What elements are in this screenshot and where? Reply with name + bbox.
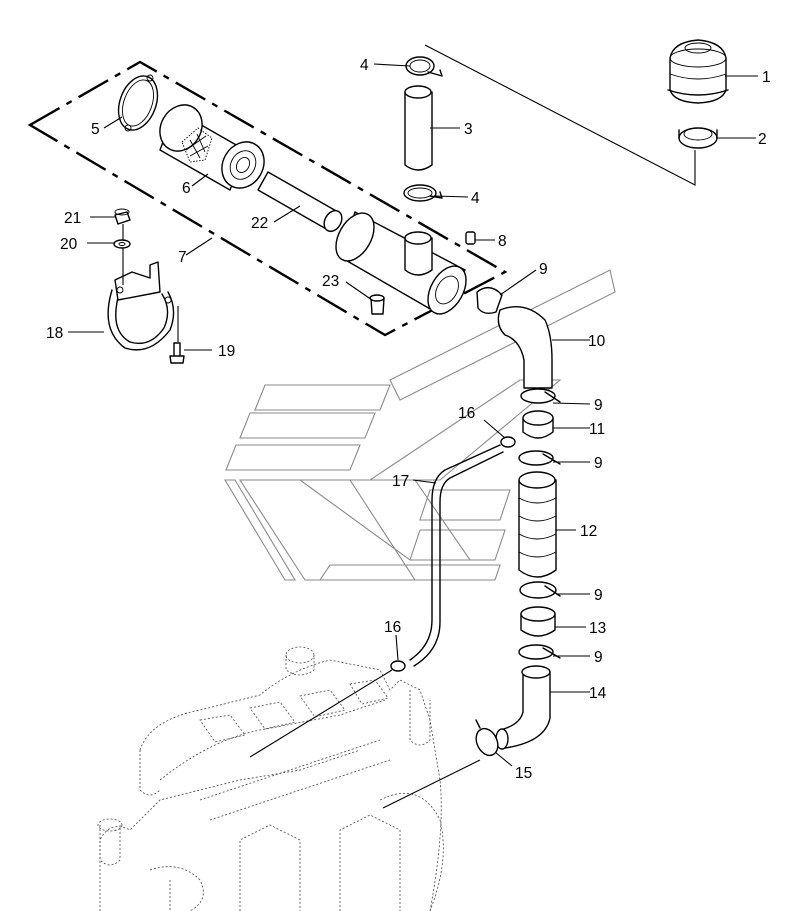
callout-10: 10: [588, 333, 606, 350]
callout-9c: 9: [594, 455, 603, 472]
nut: [114, 208, 131, 225]
hose-clamp-9-fifth: [518, 644, 561, 660]
hose-clamp-15: [475, 719, 499, 757]
breather-pipe: [409, 444, 504, 667]
callout-11: 11: [589, 421, 605, 438]
callout-14: 14: [589, 685, 607, 702]
filter-mesh: [181, 127, 213, 163]
callout-20: 20: [60, 236, 78, 253]
filter-assembly-outline: [27, 60, 508, 337]
callout-5: 5: [91, 121, 100, 138]
filter-element: [159, 104, 265, 191]
callout-23: 23: [322, 273, 339, 290]
callout-4a: 4: [360, 57, 369, 74]
air-filter-housing: [335, 211, 467, 315]
dust-valve: [369, 294, 385, 315]
precleaner-cap: [667, 39, 729, 104]
hose-clamp-9-fourth: [519, 581, 561, 599]
callout-2: 2: [758, 131, 767, 148]
hose-clamp-9-top: [476, 287, 503, 315]
washer: [113, 239, 131, 249]
callout-13: 13: [589, 620, 606, 637]
seal-ring: [678, 127, 718, 149]
callout-16a: 16: [458, 405, 475, 422]
callout-9e: 9: [594, 649, 603, 666]
lower-elbow-hose: [495, 665, 551, 750]
callout-19: 19: [218, 343, 235, 360]
bolt: [169, 342, 185, 364]
hose-clamp-16-lower: [390, 660, 406, 672]
hose-clamp-upper: [405, 56, 443, 77]
callout-15: 15: [515, 765, 532, 782]
callout-labels: 1 2 3 4 4 5 6 7 8 9 9 9 9 9 9 10 11 12 1…: [46, 57, 771, 782]
inlet-tube: [404, 85, 433, 171]
hose-clamp-9-third: [518, 450, 561, 466]
callout-17: 17: [392, 473, 409, 490]
mounting-band: [107, 261, 175, 351]
callout-18: 18: [46, 325, 63, 342]
callout-1: 1: [762, 69, 771, 86]
callout-9b: 9: [594, 397, 603, 414]
elbow-hose: [497, 306, 553, 389]
leader-lines: [68, 63, 758, 809]
hose-clamp-lower: [403, 184, 443, 202]
pipe-adapter-11: [522, 410, 554, 439]
callout-9d: 9: [594, 587, 603, 604]
safety-element: [257, 171, 343, 233]
callout-22: 22: [251, 215, 268, 232]
pipe-adapter-13: [520, 606, 556, 637]
callout-6: 6: [182, 180, 191, 197]
callout-4b: 4: [471, 190, 480, 207]
callout-3: 3: [464, 121, 473, 138]
hose-clamp-9-second: [520, 388, 561, 404]
callout-21: 21: [64, 210, 81, 227]
hose-clamp-16-upper: [500, 436, 516, 448]
callout-12: 12: [580, 523, 597, 540]
callout-7: 7: [178, 249, 187, 266]
callout-16b: 16: [384, 619, 401, 636]
engine: [97, 646, 444, 911]
plug: [465, 231, 476, 245]
callout-9a: 9: [539, 261, 548, 278]
band-clamp: [117, 74, 159, 132]
callout-8: 8: [498, 233, 507, 250]
bellows-hose: [518, 471, 557, 578]
